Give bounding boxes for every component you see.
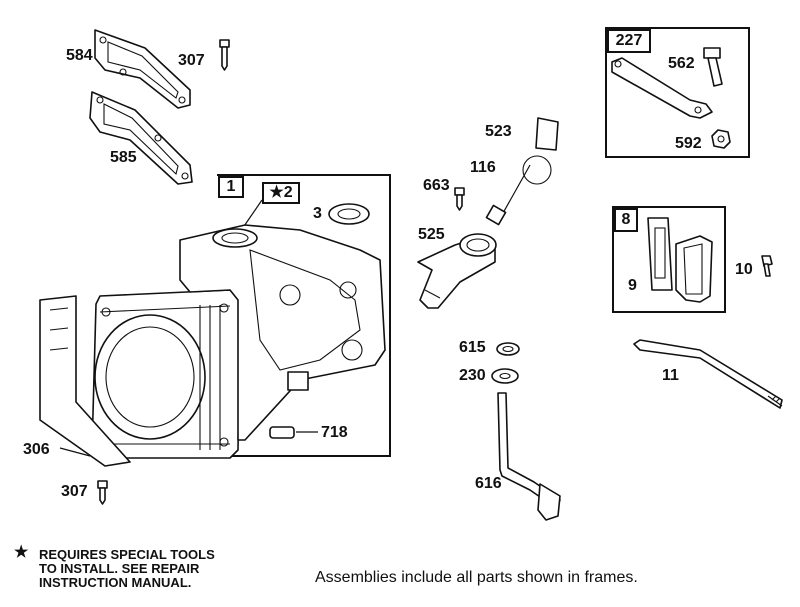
brake-frame-227 xyxy=(605,27,750,158)
callout-2: ★2 xyxy=(262,182,300,204)
assemblies-note: Assemblies include all parts shown in fr… xyxy=(315,569,638,586)
callout-306: 306 xyxy=(23,441,50,458)
callout-562: 562 xyxy=(668,55,695,72)
special-tools-note-line2: TO INSTALL. SEE REPAIR xyxy=(39,561,200,576)
screw-10 xyxy=(761,255,773,277)
special-tools-note-line1: REQUIRES SPECIAL TOOLS xyxy=(39,547,215,562)
callout-227: 227 xyxy=(607,29,651,53)
special-tools-note-line3: INSTRUCTION MANUAL. xyxy=(39,575,192,590)
screw-307-top xyxy=(219,39,230,71)
air-baffle-306 xyxy=(39,295,131,467)
cylinder-block xyxy=(91,224,386,459)
dipstick-tube-525 xyxy=(417,233,497,309)
nut-592 xyxy=(711,129,731,149)
breather-tube-11 xyxy=(633,339,783,409)
washer-615 xyxy=(496,342,520,356)
bracket-227 xyxy=(611,57,713,119)
gasket-9 xyxy=(647,217,673,291)
callout-307-top: 307 xyxy=(178,52,205,69)
dipstick-523 xyxy=(485,117,559,226)
screw-663 xyxy=(454,187,465,211)
pin-718 xyxy=(269,426,318,439)
cylinder-frame xyxy=(217,174,391,457)
gasket-584 xyxy=(94,29,191,109)
callout-3: 3 xyxy=(313,205,322,222)
screw-307-bottom xyxy=(97,480,108,505)
governor-shaft-616 xyxy=(497,392,561,521)
breather-cover-8 xyxy=(675,235,713,303)
washer-230 xyxy=(491,368,519,384)
callout-525: 525 xyxy=(418,226,445,243)
callout-584: 584 xyxy=(66,47,93,64)
oil-seal-3 xyxy=(328,203,370,225)
callout-116: 116 xyxy=(470,159,496,176)
callout-592: 592 xyxy=(675,135,702,152)
star-symbol: ★ xyxy=(14,544,29,561)
callout-230: 230 xyxy=(459,367,486,384)
screw-562 xyxy=(703,47,723,87)
breather-frame-8 xyxy=(612,206,726,313)
callout-8: 8 xyxy=(614,208,638,232)
callout-585: 585 xyxy=(110,149,137,166)
callout-10: 10 xyxy=(735,261,753,278)
callout-718: 718 xyxy=(321,424,348,441)
callout-1: 1 xyxy=(218,176,244,198)
callout-663: 663 xyxy=(423,177,450,194)
callout-307-bottom: 307 xyxy=(61,483,88,500)
callout-615: 615 xyxy=(459,339,486,356)
callout-523: 523 xyxy=(485,123,512,140)
callout-9: 9 xyxy=(628,277,637,294)
gasket-585 xyxy=(89,91,193,185)
callout-11: 11 xyxy=(662,367,679,384)
callout-616: 616 xyxy=(475,475,502,492)
